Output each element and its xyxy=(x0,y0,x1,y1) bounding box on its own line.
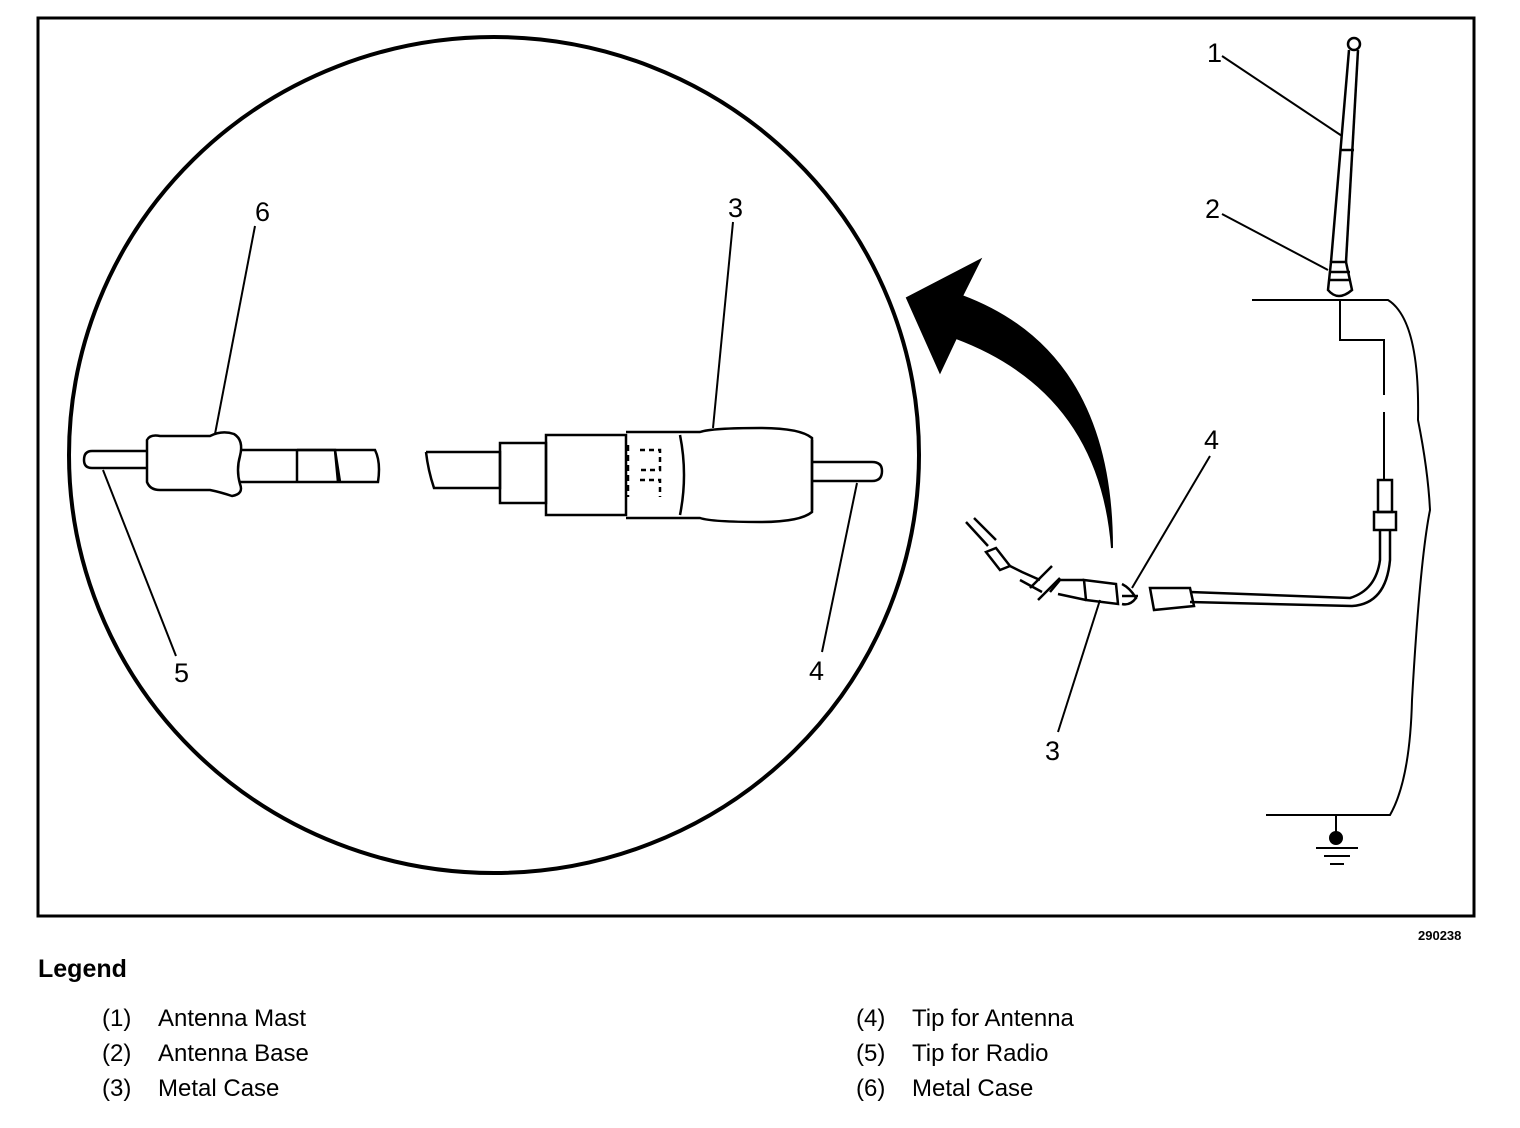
leader-lines-right xyxy=(1057,55,1343,733)
legend-item-number: (5) xyxy=(856,1040,886,1067)
radio-connector-detail xyxy=(82,431,381,498)
figure-frame xyxy=(36,16,1476,918)
legend-item: (2) Antenna Base xyxy=(102,1040,309,1075)
legend-item-number: (4) xyxy=(856,1005,886,1032)
legend-item-label: Metal Case xyxy=(912,1075,1034,1102)
callout-1: 1 xyxy=(1207,38,1222,68)
detail-circle xyxy=(67,35,921,875)
antenna-connector-detail xyxy=(424,426,884,524)
legend-item: (1) Antenna Mast xyxy=(102,1005,309,1040)
legend-item: (5) Tip for Radio xyxy=(856,1040,1074,1075)
legend-item-label: Tip for Radio xyxy=(912,1040,1049,1067)
body-outline xyxy=(1252,299,1432,865)
antenna-assembly xyxy=(1326,36,1362,298)
callout-2: 2 xyxy=(1205,194,1220,224)
callout-4-cable: 4 xyxy=(1204,425,1219,455)
legend-item: (3) Metal Case xyxy=(102,1075,309,1110)
legend-item-label: Antenna Mast xyxy=(158,1005,307,1032)
legend-item-label: Antenna Base xyxy=(158,1040,309,1067)
antenna-diagram: 1 2 6 3 5 4 4 3 xyxy=(36,16,1476,918)
legend-item-number: (1) xyxy=(102,1005,132,1032)
callout-3-detail: 3 xyxy=(728,193,743,223)
callout-5: 5 xyxy=(174,658,189,688)
callout-6: 6 xyxy=(255,197,270,227)
legend-item: (6) Metal Case xyxy=(856,1075,1074,1110)
legend-item-number: (2) xyxy=(102,1040,132,1067)
callout-3-cable: 3 xyxy=(1045,736,1060,766)
legend-title: Legend xyxy=(38,955,127,983)
antenna-cable xyxy=(965,478,1398,612)
legend-item-label: Tip for Antenna xyxy=(912,1005,1074,1032)
legend-column-right: (4) Tip for Antenna (5) Tip for Radio (6) M… xyxy=(856,1005,1074,1110)
legend-item-number: (3) xyxy=(102,1075,132,1102)
legend-item-label: Metal Case xyxy=(158,1075,280,1102)
legend-column-left: (1) Antenna Mast (2) Antenna Base (3) Metal… xyxy=(102,1005,309,1110)
legend-item-number: (6) xyxy=(856,1075,886,1102)
leader-lines-detail xyxy=(102,221,858,657)
callout-4-detail: 4 xyxy=(809,656,824,686)
magnify-arrow xyxy=(905,257,1113,549)
figure-number: 290238 xyxy=(1418,928,1462,943)
legend-item: (4) Tip for Antenna xyxy=(856,1005,1074,1040)
